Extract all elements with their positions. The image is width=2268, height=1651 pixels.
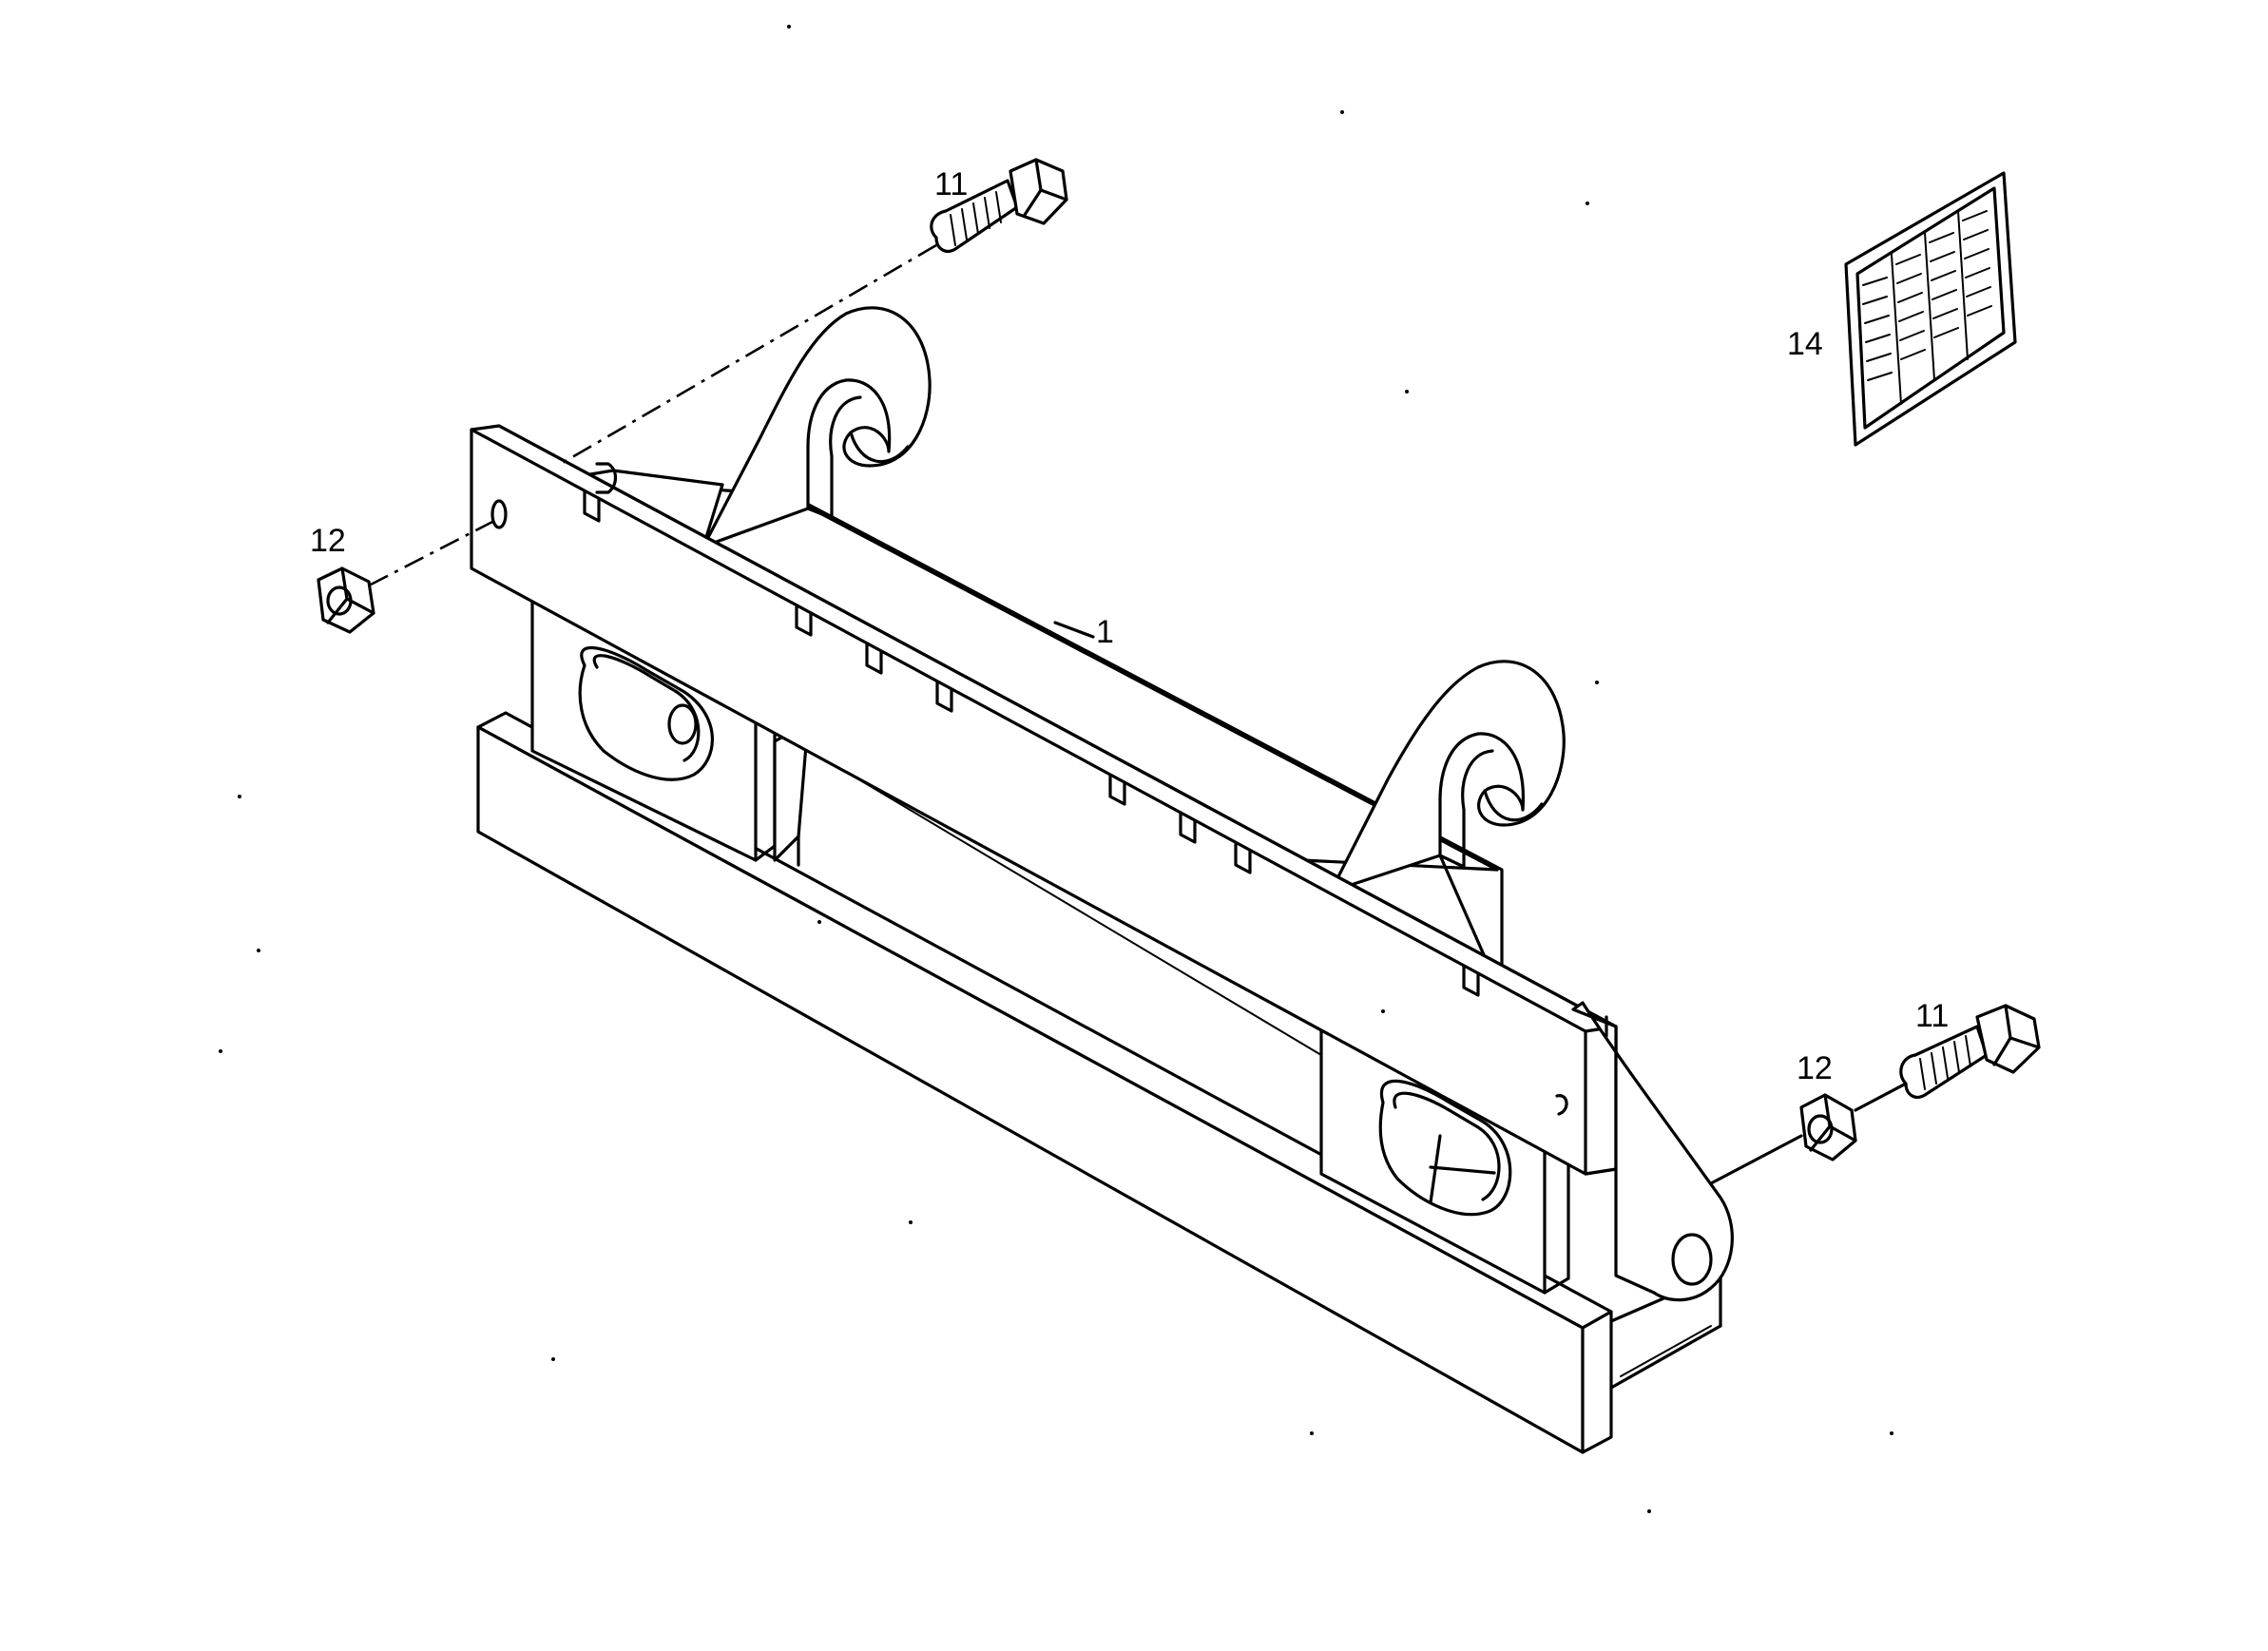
callout-bolt-upper: 11 bbox=[934, 166, 968, 202]
bolt-right bbox=[1899, 1004, 2041, 1099]
callout-decal: 14 bbox=[1787, 326, 1823, 362]
left-side-plate bbox=[530, 578, 810, 862]
leader-lines bbox=[370, 243, 1908, 1185]
nut-left bbox=[317, 566, 375, 634]
callout-nut-left: 12 bbox=[310, 523, 346, 559]
right-end-plate bbox=[1571, 1001, 1734, 1302]
callout-main-frame: 1 bbox=[1096, 614, 1114, 650]
scan-speckle bbox=[219, 25, 1893, 1513]
callout-bolt-right: 11 bbox=[1915, 998, 1949, 1034]
decal-sheet bbox=[1844, 171, 2017, 447]
callout-labels: 1 11 11 12 12 14 bbox=[310, 166, 1949, 1086]
bolt-upper bbox=[930, 158, 1068, 253]
nut-right bbox=[1799, 1093, 1857, 1161]
callout-nut-right: 12 bbox=[1797, 1050, 1833, 1086]
